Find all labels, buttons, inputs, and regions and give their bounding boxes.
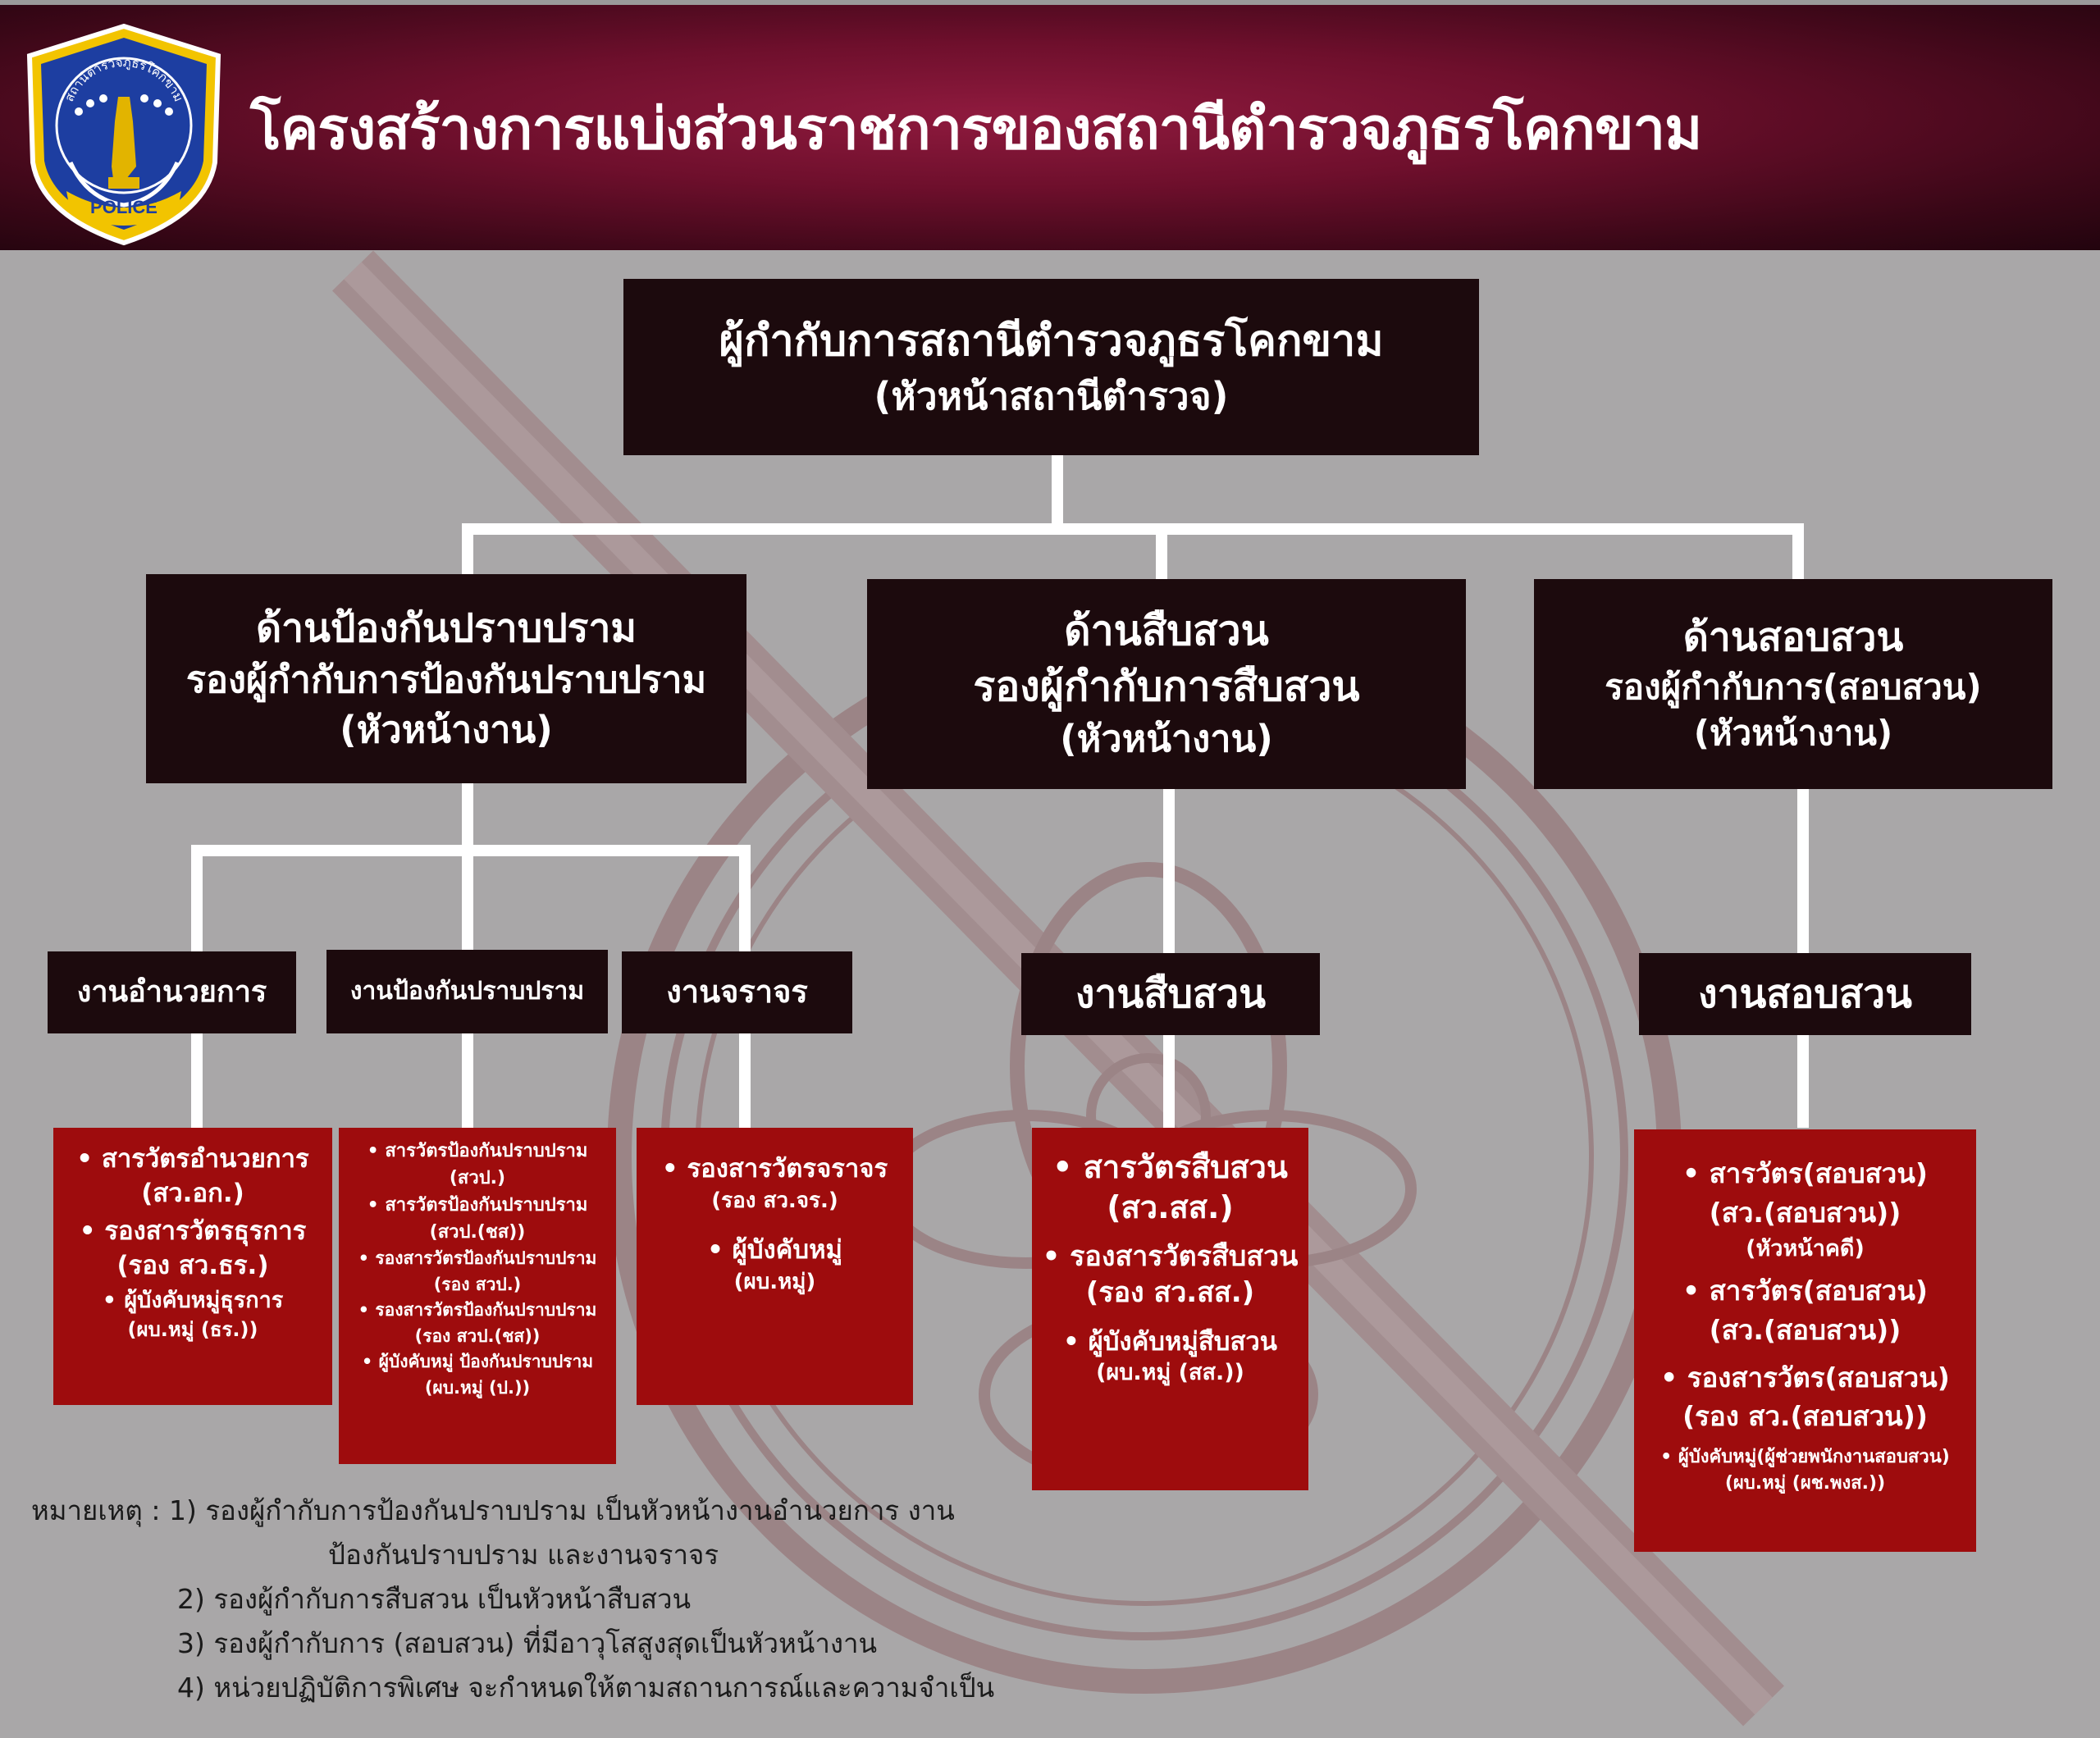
note-item: 1) รองผู้กำกับการป้องกันปราบปราม เป็นหัว… [168, 1494, 955, 1526]
page-title: โครงสร้างการแบ่งส่วนราชการของสถานีตำรวจภ… [250, 95, 1702, 162]
division-box-prevention: ด้านป้องกันปราบปราม รองผู้กำกับการป้องกั… [146, 574, 746, 783]
division-role: (หัวหน้างาน) [1693, 713, 1893, 754]
list-item: ผู้บังคับหมู่สืบสวน(ผบ.หมู่ (สส.)) [1043, 1325, 1299, 1387]
police-badge-logo: POLICE สถานีตำรวจภูธรโคกขาม [26, 23, 221, 246]
unit-box-investigation: งานสืบสวน [1021, 953, 1320, 1035]
note-item: 3) รองผู้กำกับการ (สอบสวน) ที่มีอาวุโสสู… [177, 1627, 878, 1659]
list-item: ผู้บังคับหมู่(ผู้ช่วยพนักงานสอบสวน)(ผบ.ห… [1660, 1444, 1950, 1497]
division-name: ด้านสอบสวน [1682, 614, 1904, 660]
header-banner: POLICE สถานีตำรวจภูธรโคกขาม โครงสร้างการ… [0, 0, 2100, 250]
unit-box-inquiry: งานสอบสวน [1639, 953, 1971, 1035]
list-item: สารวัตรป้องกันปราบปราม(สวป.) [358, 1138, 597, 1192]
staff-box-traffic: รองสารวัตรจราจร(รอง สว.จร.) ผู้บังคับหมู… [637, 1128, 913, 1405]
unit-box-traffic: งานจราจร [622, 951, 852, 1033]
note-item: 2) รองผู้กำกับการสืบสวน เป็นหัวหน้าสืบสว… [177, 1583, 692, 1615]
division-box-investigation: ด้านสืบสวน รองผู้กำกับการสืบสวน (หัวหน้า… [867, 579, 1466, 789]
division-name: ด้านสืบสวน [1064, 607, 1269, 655]
list-item: สารวัตรอำนวยการ(สว.อก.) [76, 1143, 309, 1211]
list-item: สารวัตรป้องกันปราบปราม(สวป.(ชส)) [358, 1192, 597, 1246]
staff-box-investigation: สารวัตรสืบสวน(สว.สส.) รองสารวัตรสืบสวน(ร… [1032, 1128, 1308, 1490]
svg-text:POLICE: POLICE [90, 197, 158, 217]
list-item: รองสารวัตรสืบสวน(รอง สว.สส.) [1043, 1238, 1298, 1311]
list-item: รองสารวัตรป้องกันปราบปราม(รอง สวป.(ชส)) [358, 1298, 596, 1349]
list-item: สารวัตรสืบสวน(สว.สส.) [1043, 1147, 1299, 1229]
staff-box-admin: สารวัตรอำนวยการ(สว.อก.) รองสารวัตรธุรการ… [53, 1128, 332, 1405]
list-item: สารวัตร(สอบสวน)(สว.(สอบสวน))(หัวหน้าคดี) [1660, 1154, 1950, 1265]
list-item: รองสารวัตร(สอบสวน)(รอง สว.(สอบสวน)) [1660, 1358, 1950, 1437]
list-item: ผู้บังคับหมู่ธุรการ(ผบ.หมู่ (ธร.)) [76, 1286, 308, 1343]
division-head: รองผู้กำกับการ(สอบสวน) [1605, 666, 1982, 707]
note-item: 4) หน่วยปฏิบัติการพิเศษ จะกำหนดให้ตามสถา… [177, 1672, 995, 1704]
staff-box-prevention: สารวัตรป้องกันปราบปราม(สวป.) สารวัตรป้อง… [339, 1128, 616, 1464]
division-role: (หัวหน้างาน) [1060, 717, 1273, 761]
note-item: ป้องกันปราบปราม และงานจราจร [328, 1539, 719, 1571]
list-item: รองสารวัตรป้องกันปราบปราม(รอง สวป.) [358, 1246, 596, 1298]
list-item: ผู้บังคับหมู่(ผบ.หมู่) [662, 1234, 888, 1297]
list-item: ผู้บังคับหมู่ ป้องกันปราบปราม(ผบ.หมู่ (ป… [358, 1349, 597, 1401]
list-item: สารวัตร(สอบสวน)(สว.(สอบสวน)) [1660, 1271, 1950, 1350]
division-role: (หัวหน้างาน) [340, 707, 553, 751]
division-head: รองผู้กำกับการสืบสวน [973, 662, 1360, 710]
division-name: ด้านป้องกันปราบปราม [255, 605, 637, 652]
chief-subtitle: (หัวหน้าสถานีตำรวจ) [874, 373, 1229, 418]
list-item: รองสารวัตรธุรการ(รอง สว.ธร.) [76, 1215, 308, 1284]
unit-box-admin: งานอำนวยการ [48, 951, 296, 1033]
division-box-inquiry: ด้านสอบสวน รองผู้กำกับการ(สอบสวน) (หัวหน… [1534, 579, 2052, 789]
list-item: รองสารวัตรจราจร(รอง สว.จร.) [662, 1152, 888, 1216]
division-head: รองผู้กำกับการป้องกันปราบปราม [185, 658, 707, 702]
chief-box: ผู้กำกับการสถานีตำรวจภูธรโคกขาม (หัวหน้า… [623, 279, 1479, 455]
staff-box-inquiry: สารวัตร(สอบสวน)(สว.(สอบสวน))(หัวหน้าคดี)… [1634, 1129, 1976, 1552]
unit-box-prevention: งานป้องกันปราบปราม [326, 950, 608, 1033]
notes-label: หมายเหตุ : [31, 1494, 161, 1526]
chief-title: ผู้กำกับการสถานีตำรวจภูธรโคกขาม [719, 317, 1384, 367]
notes-section: หมายเหตุ : 1) รองผู้กำกับการป้องกันปราบป… [31, 1489, 1139, 1710]
